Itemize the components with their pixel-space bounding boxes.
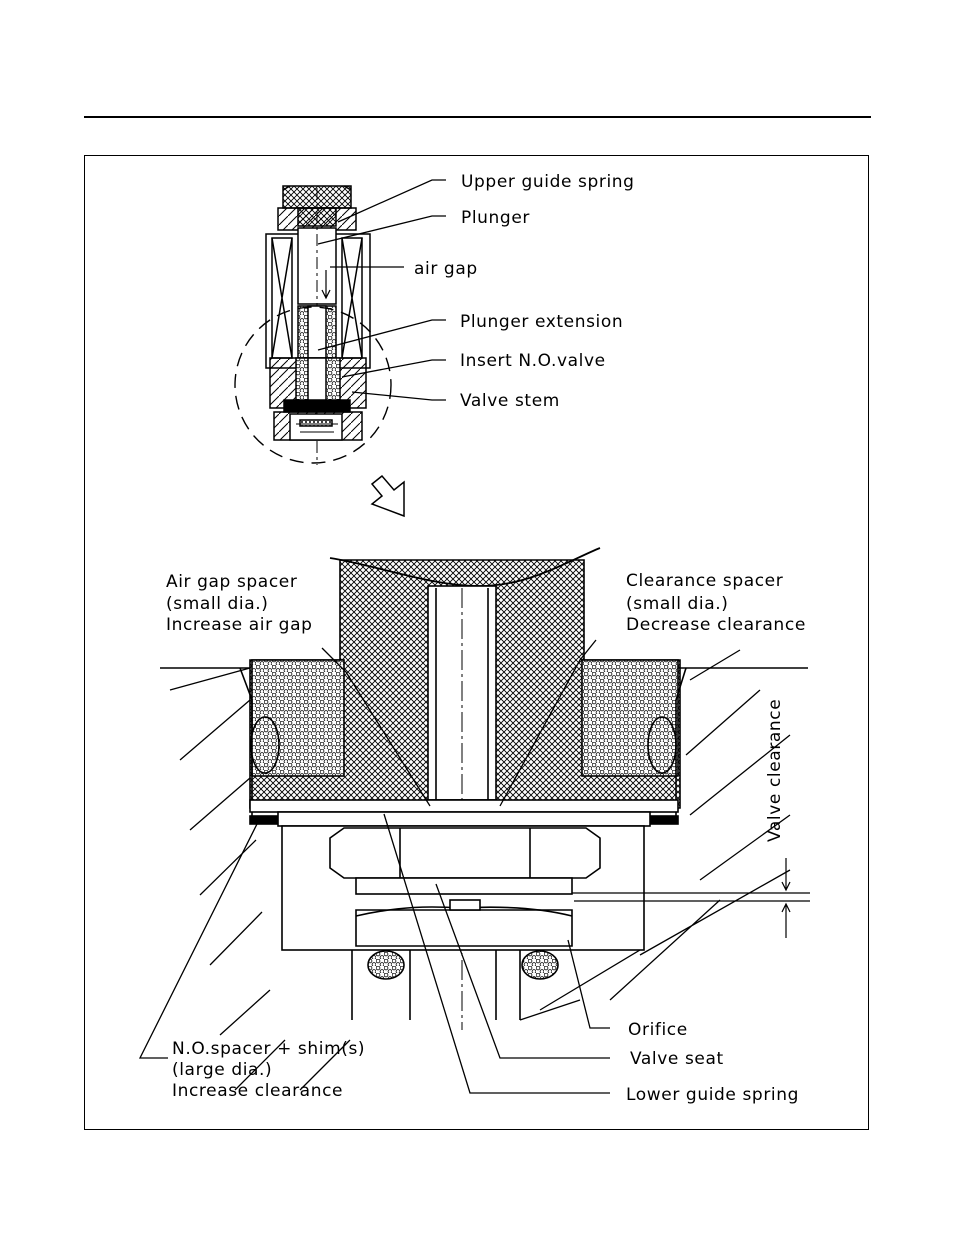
- label-clearance-spacer-2: (small dia.): [626, 594, 729, 614]
- label-lower-guide-spring: Lower guide spring: [626, 1085, 799, 1105]
- label-air-gap: air gap: [414, 259, 478, 279]
- label-no-spacer-3: Increase clearance: [172, 1081, 343, 1101]
- label-air-gap-spacer-3: Increase air gap: [166, 615, 312, 635]
- label-air-gap-spacer-1: Air gap spacer: [166, 572, 297, 592]
- label-insert-no-valve: Insert N.O.valve: [460, 351, 606, 371]
- detail-assembly: [160, 547, 810, 1091]
- label-valve-clearance: Valve clearance: [765, 699, 785, 842]
- upper-leaders: [317, 179, 446, 401]
- label-valve-seat: Valve seat: [630, 1049, 724, 1069]
- label-plunger-extension: Plunger extension: [460, 312, 623, 332]
- label-no-spacer-2: (large dia.): [172, 1060, 272, 1080]
- label-upper-guide-spring: Upper guide spring: [461, 172, 635, 192]
- upper-assembly: [234, 185, 392, 465]
- label-clearance-spacer-1: Clearance spacer: [626, 571, 783, 591]
- label-valve-stem: Valve stem: [460, 391, 560, 411]
- label-air-gap-spacer-2: (small dia.): [166, 594, 269, 614]
- header-rule: [84, 116, 871, 118]
- label-orifice: Orifice: [628, 1020, 688, 1040]
- figure-frame: [84, 155, 869, 1130]
- zoom-arrow-icon: [370, 474, 405, 518]
- label-no-spacer-1: N.O.spacer + shim(s): [172, 1039, 365, 1059]
- label-clearance-spacer-3: Decrease clearance: [626, 615, 806, 635]
- detail-leaders: [138, 639, 610, 1094]
- label-plunger: Plunger: [461, 208, 530, 228]
